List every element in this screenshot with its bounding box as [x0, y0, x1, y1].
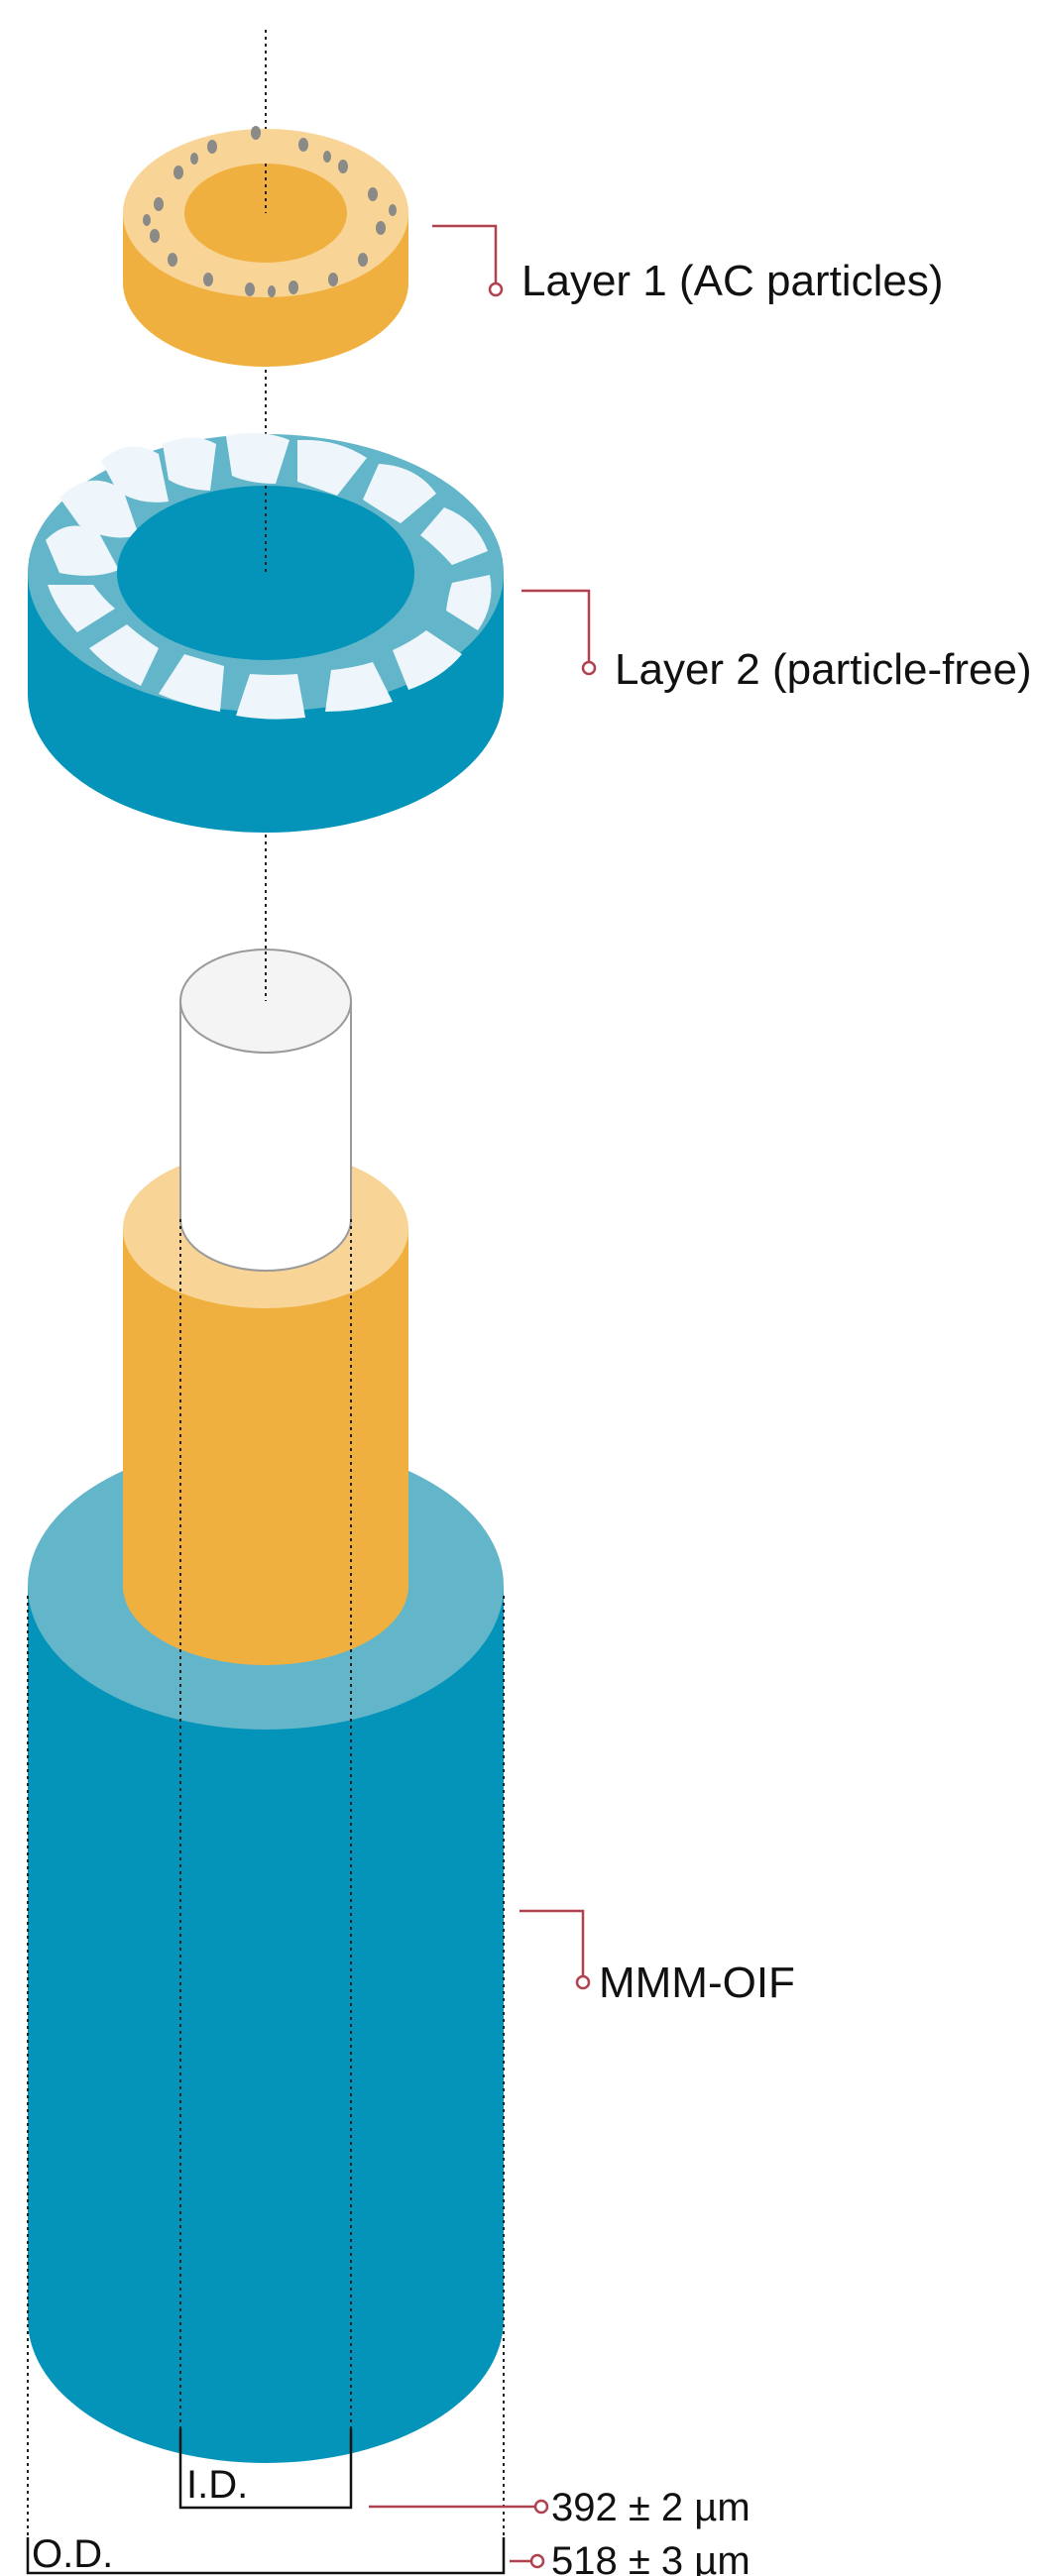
- layer2-label: Layer 2 (particle-free): [615, 645, 1032, 694]
- id-label: I.D.: [186, 2463, 248, 2507]
- od-value: 518 ± 3 µm: [551, 2539, 751, 2576]
- id-value: 392 ± 2 µm: [551, 2486, 751, 2529]
- leader-fiber: [520, 1911, 589, 1988]
- layer2-ring: [28, 433, 504, 833]
- od-bracket: O.D.: [28, 2532, 504, 2576]
- leader-od-value: [510, 2555, 543, 2567]
- leader-id-value: [369, 2501, 547, 2513]
- lumen-cylinder: [180, 950, 351, 1271]
- leader-layer1: [432, 226, 502, 295]
- leader-layer2: [521, 591, 595, 674]
- fiber-label: MMM-OIF: [599, 1959, 795, 2007]
- layer1-label: Layer 1 (AC particles): [521, 257, 943, 305]
- layer1-ring: [123, 126, 408, 367]
- od-label: O.D.: [32, 2532, 113, 2576]
